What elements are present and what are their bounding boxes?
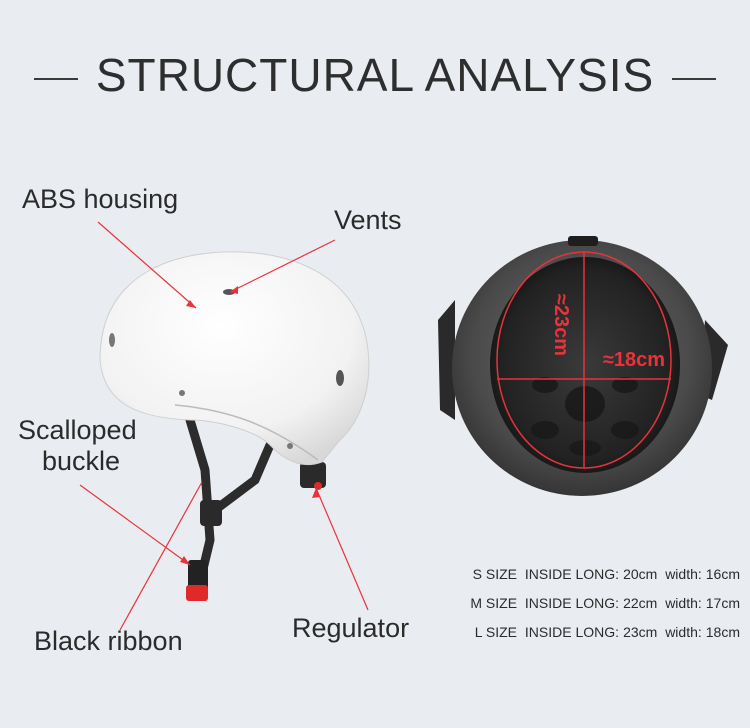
inside-label: INSIDE LONG: (524, 566, 620, 582)
label-buckle: buckle (42, 446, 121, 476)
width-value: 17cm (705, 595, 740, 611)
inside-label: INSIDE LONG: (524, 595, 620, 611)
size-name: S SIZE (472, 566, 518, 582)
inside-value: 22cm (623, 595, 658, 611)
width-label: width: (665, 595, 702, 611)
size-name: L SIZE (474, 624, 518, 640)
label-black-ribbon: Black ribbon (34, 626, 183, 656)
inside-value: 23cm (623, 624, 658, 640)
title-dash-right (672, 78, 716, 80)
regulator-red-dot (314, 482, 322, 490)
label-vents: Vents (334, 205, 402, 235)
inside-value: 20cm (623, 566, 658, 582)
width-value: 16cm (705, 566, 740, 582)
width-label: width: (665, 566, 702, 582)
width-value: 18cm (705, 624, 740, 640)
size-row-l: L SIZE INSIDE LONG:23cm width:18cm (430, 618, 740, 647)
callout-buckle (79, 484, 191, 566)
callout-vents (229, 239, 336, 293)
size-row-s: S SIZE INSIDE LONG:20cm width:16cm (430, 560, 740, 589)
strap-back (210, 440, 275, 515)
label-scalloped: Scalloped (18, 415, 137, 445)
size-table: S SIZE INSIDE LONG:20cm width:16cm M SIZ… (430, 560, 740, 647)
buckle-red-tab (186, 585, 208, 601)
width-label: ≈18cm (603, 349, 665, 371)
vent-side (336, 370, 344, 386)
length-label: ≈23cm (550, 294, 572, 356)
callout-lines (79, 221, 369, 631)
page-title: STRUCTURAL ANALYSIS (95, 49, 655, 101)
callout-ribbon (119, 481, 203, 631)
white-helmet-side (99, 251, 370, 601)
callout-abs (97, 221, 197, 309)
size-row-m: M SIZE INSIDE LONG:22cm width:17cm (430, 589, 740, 618)
regulator-block (300, 462, 326, 488)
strap-left (438, 300, 455, 420)
callout-arrowheads (180, 286, 320, 565)
label-abs-housing: ABS housing (22, 184, 179, 214)
black-helmet-inside: ≈23cm ≈18cm (438, 236, 728, 496)
width-label: width: (665, 624, 702, 640)
strap-slider (200, 500, 222, 526)
label-regulator: Regulator (292, 613, 410, 643)
inside-label: INSIDE LONG: (524, 624, 620, 640)
size-name: M SIZE (470, 595, 518, 611)
vent-front (109, 333, 115, 347)
inner-foam (490, 257, 680, 473)
title-row: STRUCTURAL ANALYSIS (0, 48, 750, 118)
white-shell (99, 251, 370, 466)
title-dash-left (34, 78, 78, 80)
callout-regulator (315, 487, 369, 611)
